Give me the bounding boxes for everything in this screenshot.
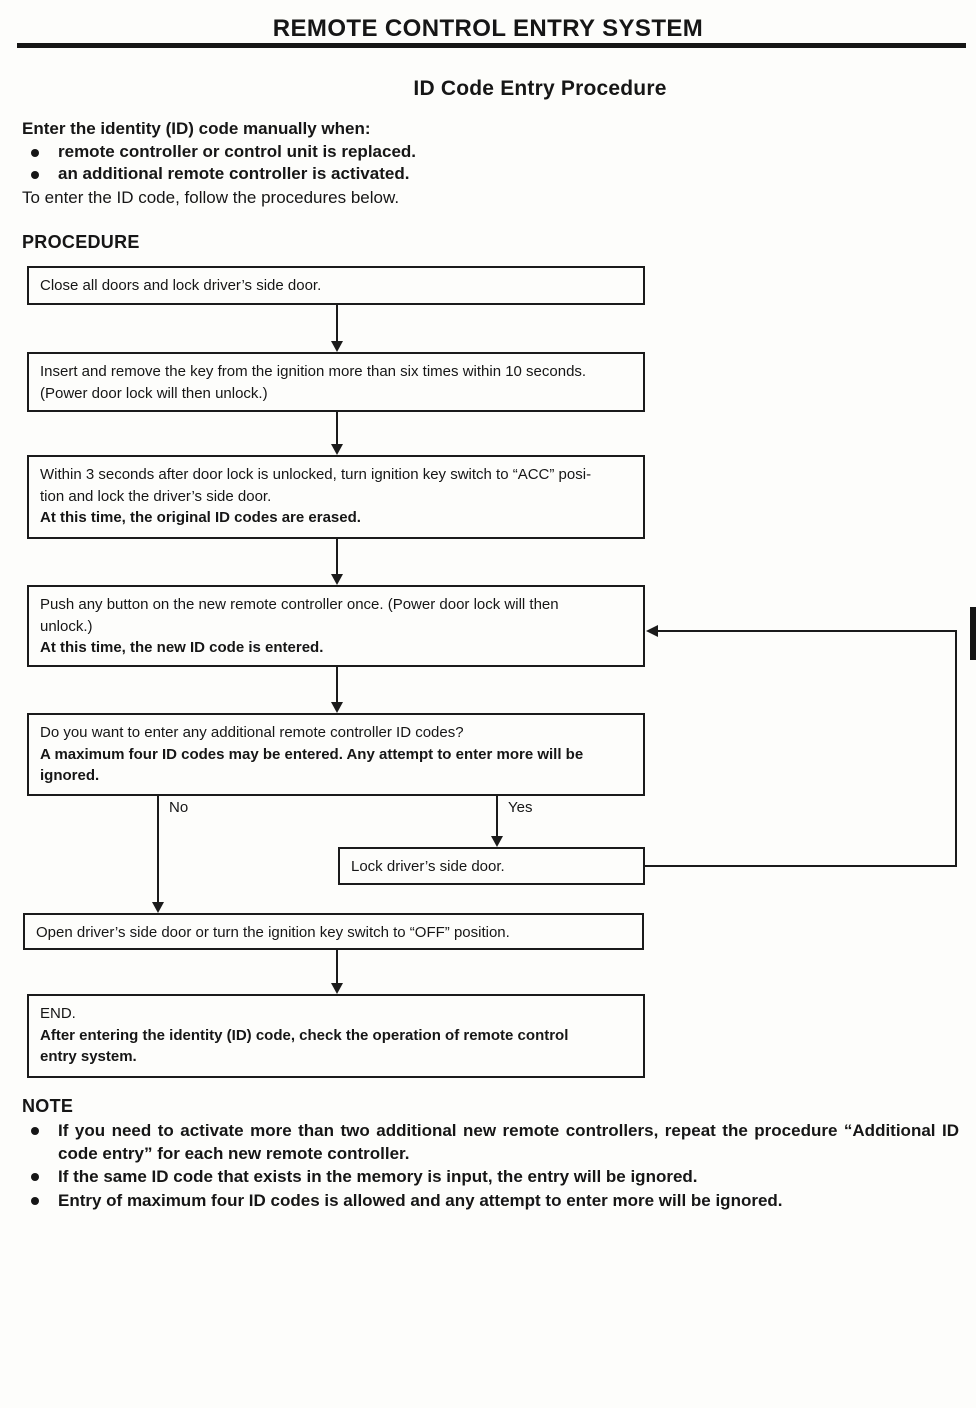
arrow-down-icon [491,836,503,847]
intro-lead: Enter the identity (ID) code manually wh… [22,119,371,138]
flow-step-text-bold: entry system. [40,1048,137,1065]
arrow-down-icon [331,444,343,455]
arrow-down-icon [331,574,343,585]
flow-branch-yes-line [496,796,498,838]
flow-connector-line [336,539,338,576]
arrow-down-icon [331,702,343,713]
flow-loop-line-top [657,630,957,632]
procedure-heading: PROCEDURE [22,232,140,252]
flow-step-end: END. After entering the identity (ID) co… [27,994,645,1078]
note-item-text: Entry of maximum four ID codes is allowe… [58,1190,783,1210]
branch-label-yes: Yes [508,799,533,816]
flow-decision-additional-codes: Do you want to enter any additional remo… [27,713,645,796]
flow-step-text: Lock driver’s side door. [351,858,505,875]
flow-step-text-bold: At this time, the original ID codes are … [40,509,361,526]
flow-step-push-button: Push any button on the new remote contro… [27,585,645,667]
note-item: Entry of maximum four ID codes is allowe… [22,1190,959,1213]
flow-loop-line-right [955,630,957,867]
flow-step-text: tion and lock the driver’s side door. [40,487,272,505]
arrow-down-icon [331,983,343,994]
flow-step-text: Push any button on the new remote contro… [40,596,559,613]
bullet-icon [31,149,39,157]
bullet-icon [31,1127,39,1135]
flow-step-insert-key: Insert and remove the key from the ignit… [27,352,645,412]
flow-step-lock-door: Lock driver’s side door. [338,847,645,885]
arrow-down-icon [331,341,343,352]
flow-connector-line [336,412,338,446]
header-rule [17,43,966,48]
flow-step-text: Open driver’s side door or turn the igni… [36,924,510,941]
intro-footer: To enter the ID code, follow the procedu… [22,188,400,207]
note-item: If the same ID code that exists in the m… [22,1166,959,1189]
flow-step-text-bold: After entering the identity (ID) code, c… [40,1026,569,1044]
arrow-left-icon [646,625,658,637]
intro-bullet: remote controller or control unit is rep… [22,142,722,164]
flow-step-text: Insert and remove the key from the ignit… [40,363,587,380]
branch-label-no: No [169,799,189,816]
flow-branch-no-line [157,796,159,904]
intro-block: Enter the identity (ID) code manually wh… [22,119,722,210]
flow-step-text: (Power door lock will then unlock.) [40,384,268,402]
flow-connector-line [336,667,338,704]
flow-loop-line-bottom [645,865,957,867]
flow-step-close-doors: Close all doors and lock driver’s side d… [27,266,645,305]
flow-connector-line [336,305,338,343]
flow-step-text: unlock.) [40,617,93,635]
flow-step-text-bold: ignored. [40,767,100,784]
note-item-text: If the same ID code that exists in the m… [58,1167,698,1186]
note-item-text: If you need to activate more than two ad… [58,1121,959,1163]
flow-step-text-bold: A maximum four ID codes may be entered. … [40,745,584,763]
intro-bullet-text: remote controller or control unit is rep… [58,142,417,161]
page-title: ID Code Entry Procedure [413,77,667,100]
intro-bullet-text: an additional remote controller is activ… [58,164,410,183]
flow-step-text-bold: At this time, the new ID code is entered… [40,639,324,656]
system-title: REMOTE CONTROL ENTRY SYSTEM [272,15,704,42]
flow-step-open-door: Open driver’s side door or turn the igni… [23,913,644,950]
flow-step-text: END. [40,1005,76,1022]
flow-step-text: Close all doors and lock driver’s side d… [40,277,322,294]
flow-step-text: Within 3 seconds after door lock is unlo… [40,466,592,483]
arrow-down-icon [152,902,164,913]
bullet-icon [31,171,39,179]
flow-connector-line [336,950,338,985]
bullet-icon [31,1173,39,1181]
intro-bullet: an additional remote controller is activ… [22,164,722,186]
note-item: If you need to activate more than two ad… [22,1120,959,1165]
flow-step-acc-position: Within 3 seconds after door lock is unlo… [27,455,645,539]
note-heading: NOTE [22,1096,74,1116]
bullet-icon [31,1196,39,1205]
flow-step-text: Do you want to enter any additional remo… [40,724,464,741]
note-list: If you need to activate more than two ad… [22,1120,959,1213]
page-edge-mark [970,607,976,660]
